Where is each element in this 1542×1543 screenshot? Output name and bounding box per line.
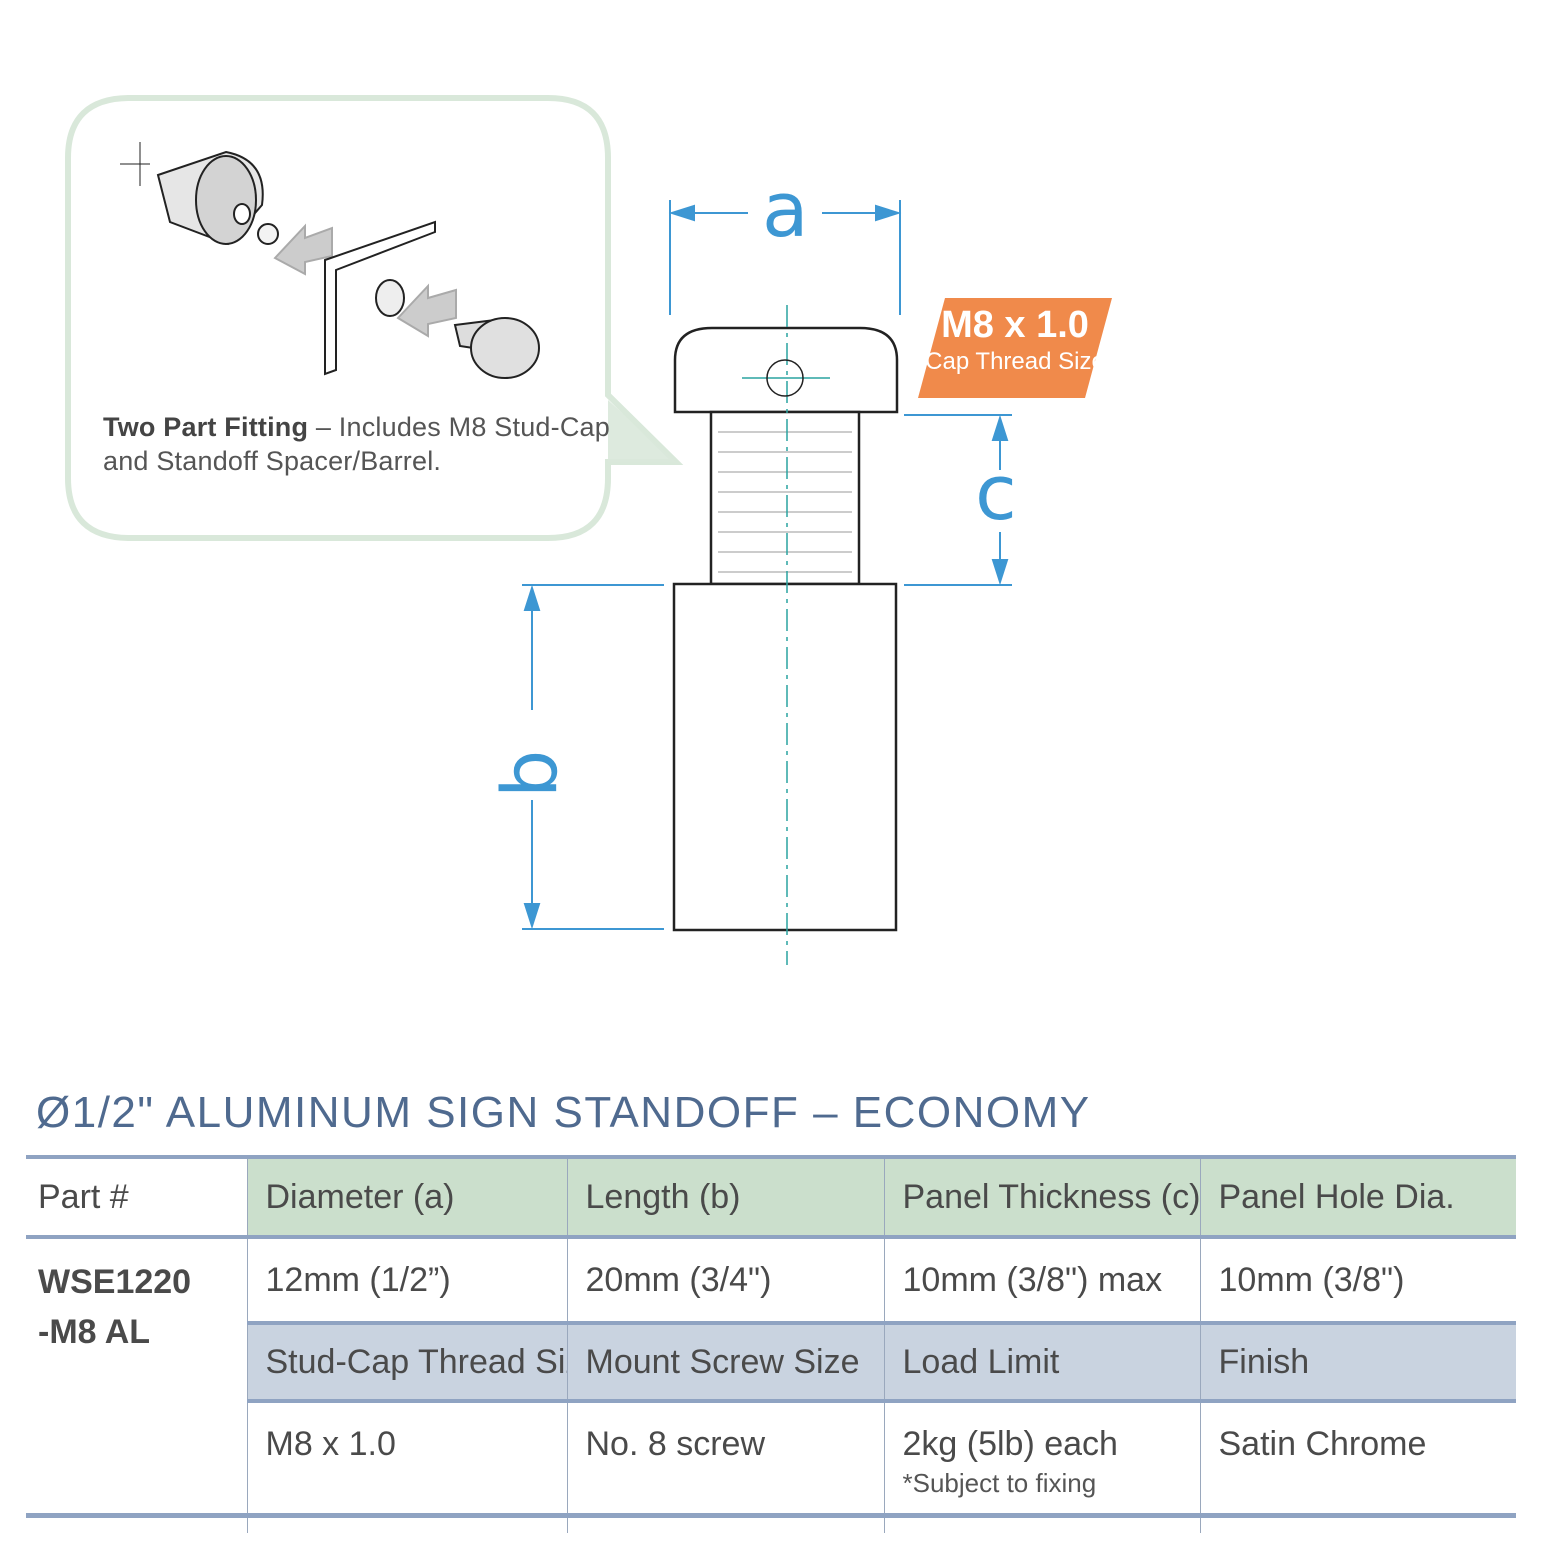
callout-caption: Two Part Fitting – Includes M8 Stud-Cap … — [103, 410, 623, 478]
table-bottom-rule — [26, 1513, 1516, 1518]
value-thread-size: M8 x 1.0 — [246, 1399, 567, 1533]
load-limit-note: *Subject to fixing — [902, 1468, 1097, 1498]
technical-drawing — [65, 95, 1112, 965]
badge-main: M8 x 1.0 — [941, 304, 1089, 346]
badge-text: M8 x 1.0 Cap Thread Size — [925, 302, 1105, 376]
two-part-fitting-illustration — [120, 142, 540, 379]
part-number: WSE1220 -M8 AL — [26, 1235, 247, 1533]
dimension-a-label: a — [762, 165, 809, 254]
standoff-technical-drawing — [672, 326, 899, 932]
dimension-c — [904, 414, 1012, 586]
dimension-a — [668, 200, 902, 315]
value-screw-size: No. 8 screw — [566, 1399, 884, 1533]
header-panel-hole: Panel Hole Dia. — [1199, 1155, 1516, 1237]
header-finish: Finish — [1199, 1321, 1516, 1401]
value-panel-hole: 10mm (3/8") — [1199, 1235, 1516, 1323]
header-diameter: Diameter (a) — [246, 1155, 567, 1237]
page-title: Ø1/2" ALUMINUM SIGN STANDOFF – ECONOMY — [36, 1088, 1091, 1137]
part-number-line1: WSE1220 — [38, 1263, 192, 1301]
part-label: Part # — [26, 1155, 247, 1237]
header-thread-size: Stud-Cap Thread Size — [246, 1321, 567, 1401]
dimension-b — [522, 584, 664, 930]
value-diameter: 12mm (1/2”) — [246, 1235, 567, 1323]
part-number-line2: -M8 AL — [38, 1313, 151, 1351]
callout-bold: Two Part Fitting — [103, 412, 309, 442]
value-load-limit: 2kg (5lb) each *Subject to fixing — [883, 1399, 1200, 1533]
value-panel-thickness: 10mm (3/8") max — [883, 1235, 1200, 1323]
load-limit-text: 2kg (5lb) each — [902, 1425, 1118, 1463]
center-line — [742, 305, 830, 965]
header-panel-thickness: Panel Thickness (c) — [883, 1155, 1200, 1237]
header-screw-size: Mount Screw Size — [566, 1321, 884, 1401]
spec-table: Part # Diameter (a) Length (b) Panel Thi… — [26, 1155, 1516, 1533]
dimension-c-label: c — [975, 448, 1017, 537]
header-length: Length (b) — [566, 1155, 884, 1237]
thread-size-badge — [918, 298, 1112, 398]
value-length: 20mm (3/4") — [566, 1235, 884, 1323]
value-finish: Satin Chrome — [1199, 1399, 1516, 1533]
header-load-limit: Load Limit — [883, 1321, 1200, 1401]
dimension-b-label: b — [485, 749, 574, 798]
callout-body: – Includes M8 Stud-Cap and Standoff Spac… — [103, 412, 610, 476]
badge-sub: Cap Thread Size — [925, 348, 1105, 375]
